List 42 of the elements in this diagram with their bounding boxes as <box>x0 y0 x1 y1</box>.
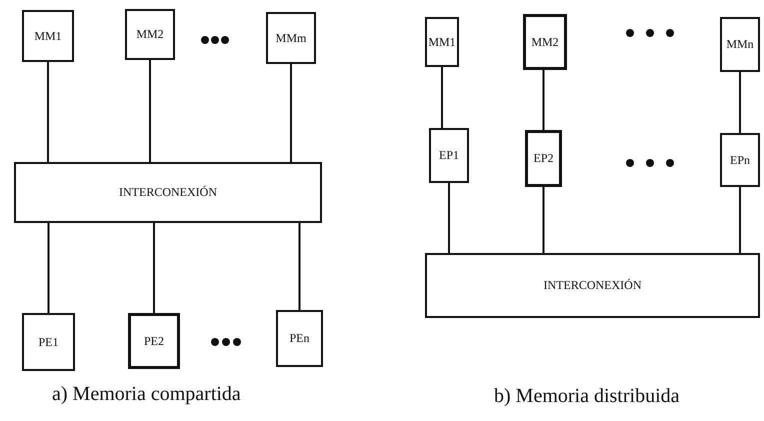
box-label: PEn <box>289 331 310 346</box>
box-label: MMm <box>276 30 306 46</box>
module-box <box>429 128 469 183</box>
box-label: PE1 <box>38 334 58 350</box>
connector-line <box>448 183 450 253</box>
module-box <box>276 310 323 367</box>
connector-line <box>290 64 292 162</box>
connector-line <box>441 67 443 128</box>
box-label: INTERCONEXIÓN <box>119 185 217 200</box>
caption: a) Memoria compartida <box>52 383 241 406</box>
connector-line <box>542 187 544 253</box>
box-label: EP1 <box>438 148 459 163</box>
module-box <box>125 9 175 60</box>
module-box <box>523 14 567 70</box>
box-label: EPn <box>730 152 750 168</box>
module-box <box>22 313 75 371</box>
connector-line <box>47 62 49 162</box>
module-box <box>720 17 760 72</box>
connector-line <box>298 223 300 310</box>
connector-line <box>739 72 741 133</box>
box-label: MMn <box>726 37 754 52</box>
box-label: INTERCONEXIÓN <box>544 278 642 293</box>
module-box <box>525 130 562 187</box>
box-label: EP2 <box>533 151 554 166</box>
connector-line <box>153 223 155 313</box>
box-label: MM2 <box>531 34 559 50</box>
connector-line <box>542 70 544 130</box>
box-label: PE2 <box>144 334 164 348</box>
module-box <box>266 12 316 64</box>
connector-line <box>739 187 741 253</box>
module-box <box>22 10 74 62</box>
box-label: MM1 <box>34 28 62 44</box>
interconnect-box <box>425 253 760 318</box>
connector-line <box>48 223 50 313</box>
box-label: MM1 <box>428 34 456 50</box>
box-label: MM2 <box>136 27 164 42</box>
connector-line <box>149 60 151 162</box>
caption: b) Memoria distribuida <box>494 385 680 408</box>
interconnect-box <box>14 162 322 223</box>
module-box <box>425 17 459 67</box>
module-box <box>128 313 180 369</box>
module-box <box>720 133 760 187</box>
